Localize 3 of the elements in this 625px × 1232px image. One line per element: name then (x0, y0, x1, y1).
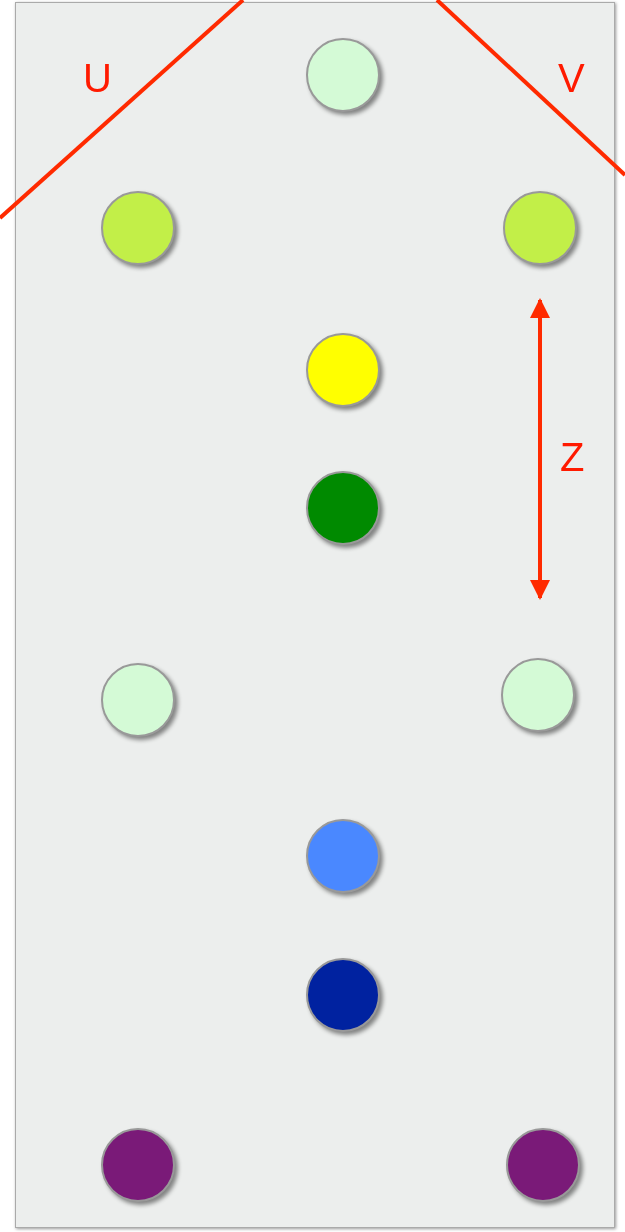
letter-label: Z (560, 437, 585, 477)
letter-label: V (558, 58, 585, 98)
letter-label: U (83, 58, 112, 98)
